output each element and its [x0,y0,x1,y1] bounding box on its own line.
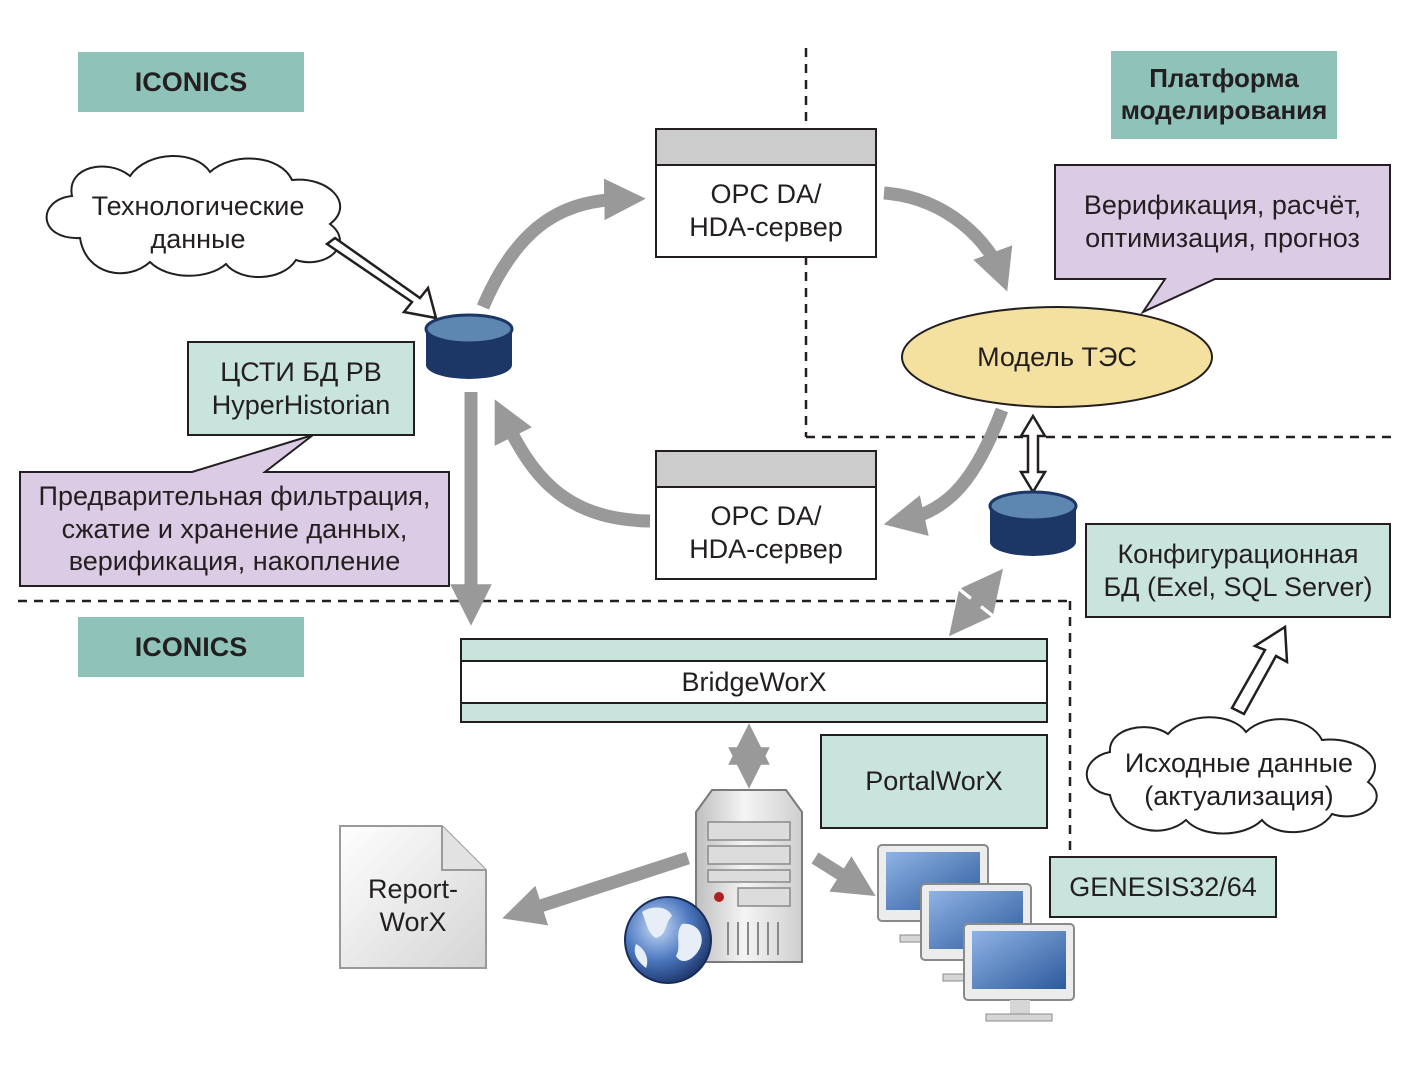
prefilter-label: Предварительная фильтрация, сжатие и хра… [38,481,431,577]
portalworx-label: PortalWorX [865,766,1003,797]
iconics-bottom-label: ICONICS [134,631,248,662]
iconics-top-label: ICONICS [134,66,248,97]
database-icon [988,490,1078,556]
opc-server-top [655,128,877,258]
config-db-label: Конфигурационная БД (Exel, SQL Server) [1103,538,1373,602]
iconics-top-tag [78,52,304,112]
platform-tag [1111,51,1337,139]
monitor-icon [963,923,1075,1022]
verification-callout [1054,164,1391,315]
tech-data-label: Технологические данные [91,191,305,254]
portalworx-box [820,734,1048,829]
reportworx-label: Report- WorX [367,874,459,937]
database-icon [424,313,514,379]
bridgeworx-bar [460,638,1048,723]
globe-icon [624,896,712,984]
historian-box [187,341,415,436]
model-ellipse [901,306,1213,408]
source-data-cloud [1085,716,1378,835]
opc-bottom-label: OPC DA/ HDA-сервер [689,501,843,564]
document-icon [339,825,487,969]
server-tower-icon [695,789,803,963]
platform-label: Платформа моделирования [1120,63,1328,125]
bridgeworx-label: BridgeWorX [681,666,827,697]
source-data-label: Исходные данные (актуализация) [1124,748,1354,811]
prefilter-callout [19,434,450,587]
opc-server-bottom [655,450,877,580]
genesis-label: GENESIS32/64 [1069,871,1257,902]
config-db-box [1085,523,1391,618]
flow-arrows [450,178,1013,926]
opc-top-label: OPC DA/ HDA-сервер [689,179,843,242]
historian-label: ЦСТИ БД РВ HyperHistorian [211,356,391,420]
genesis-box [1049,856,1277,918]
tech-data-cloud [45,155,342,278]
iconics-bottom-tag [78,617,304,677]
verification-label: Верификация, расчёт, оптимизация, прогно… [1083,190,1362,253]
model-label: Модель ТЭС [977,341,1137,372]
